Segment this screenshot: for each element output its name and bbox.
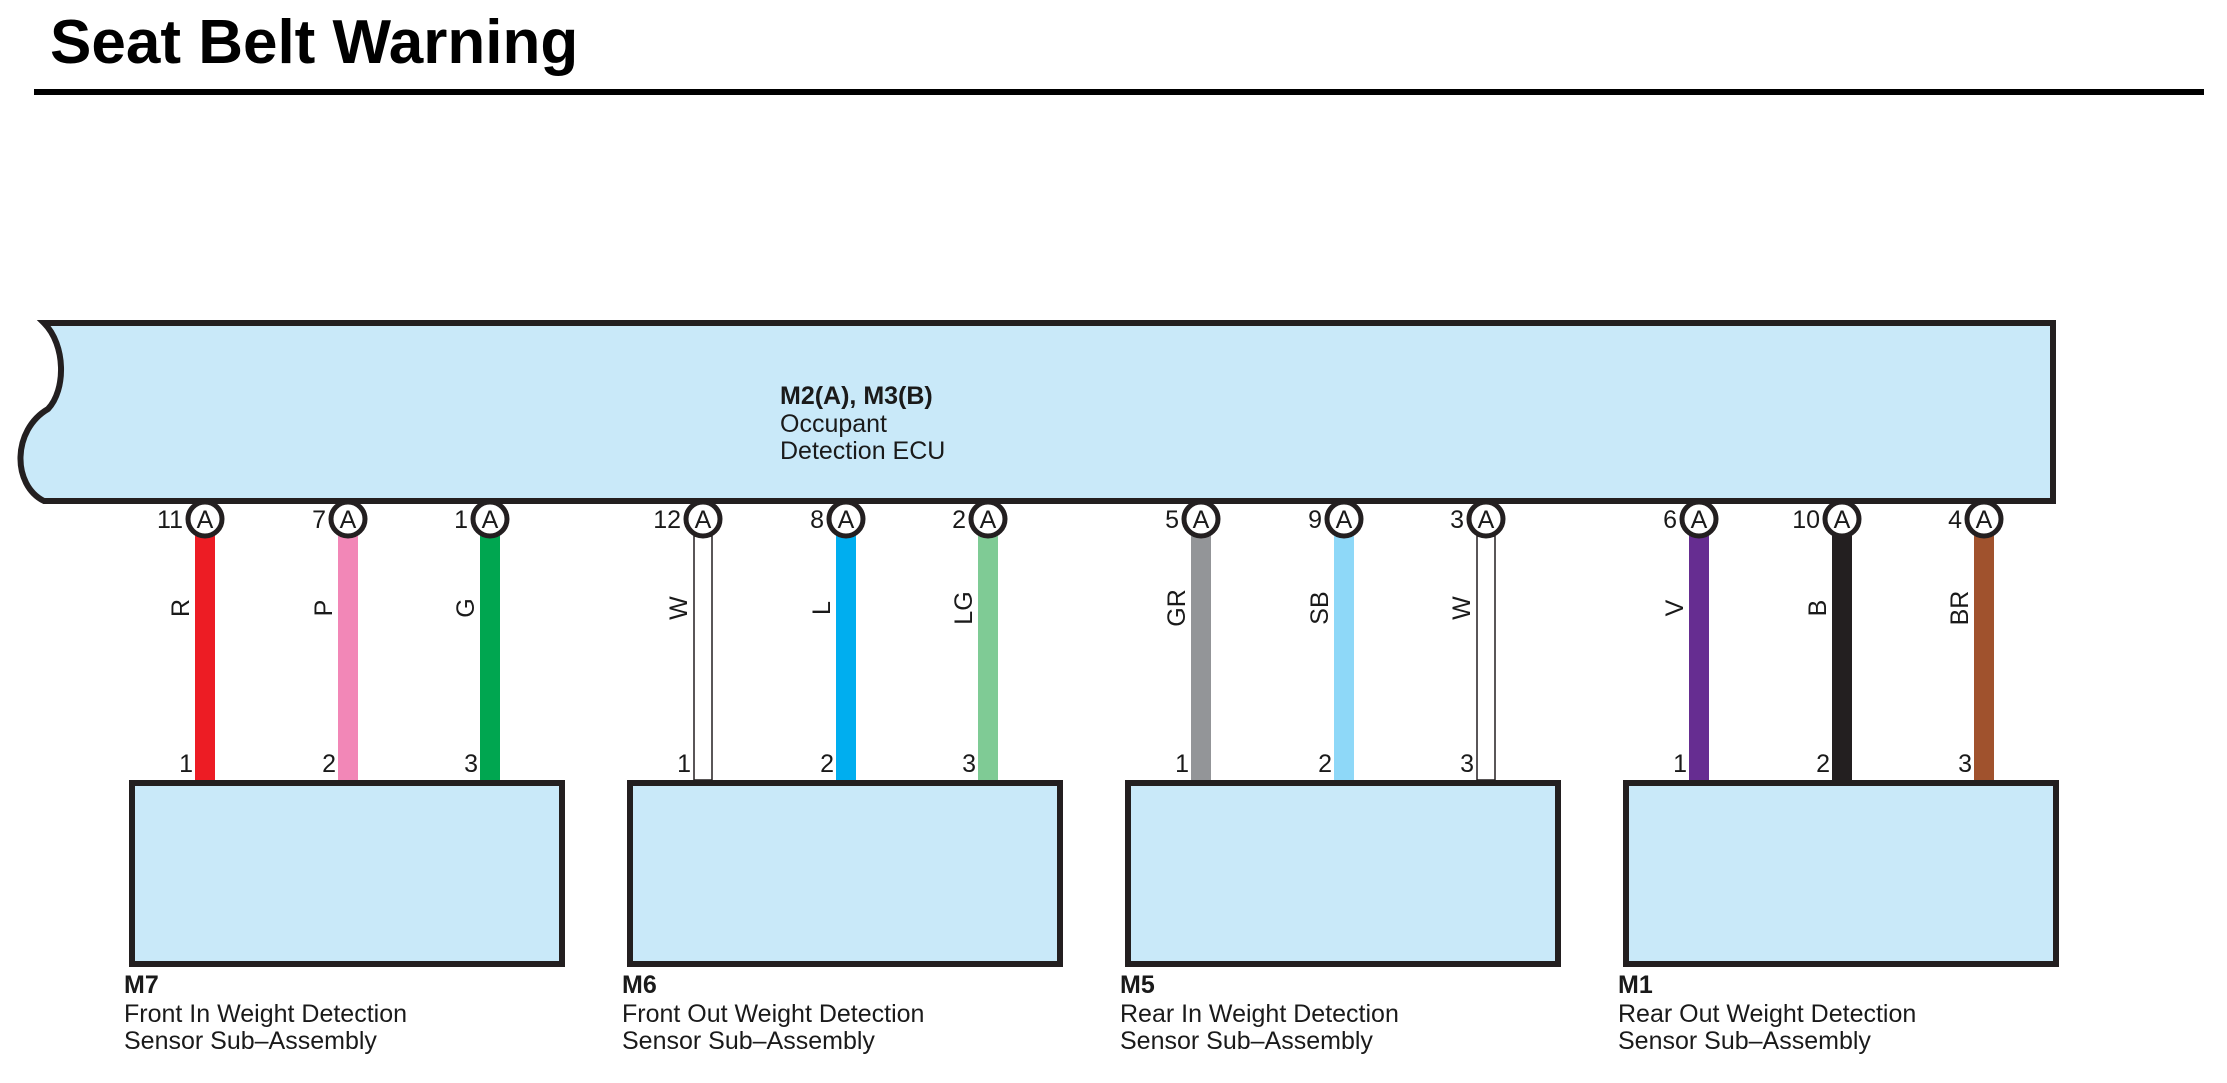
ecu-pin-number: 6: [1663, 506, 1677, 534]
connector-circle: [470, 499, 510, 539]
sensor-box: [627, 780, 1063, 967]
connector-letter: A: [197, 506, 214, 534]
wire-color-code: B: [1804, 600, 1832, 617]
sensor-pin-number: 1: [179, 750, 193, 778]
title-divider: [34, 89, 2204, 95]
wire-color-code: L: [808, 601, 836, 615]
wire-color-code: LG: [950, 591, 978, 624]
wire-color-code: G: [452, 598, 480, 617]
ecu-pin-number: 1: [454, 506, 468, 534]
connector-circle: [1324, 499, 1364, 539]
wire-color-code: R: [167, 599, 195, 617]
connector-letter: A: [980, 506, 997, 534]
page-title: Seat Belt Warning: [50, 8, 579, 77]
connector-circle: [185, 499, 225, 539]
sensor-name-line2: Sensor Sub–Assembly: [1618, 1027, 1871, 1055]
ecu-pin-number: 4: [1948, 506, 1962, 534]
ecu-pin-number: 10: [1792, 506, 1820, 534]
sensor-code: M5: [1120, 971, 1155, 999]
sensor-pin-number: 3: [962, 750, 976, 778]
ecu-pin-number: 9: [1308, 506, 1322, 534]
ecu-pin-number: 5: [1165, 506, 1179, 534]
sensor-pin-number: 1: [1673, 750, 1687, 778]
sensor-box: [1623, 780, 2059, 967]
sensor-pin-number: 1: [1175, 750, 1189, 778]
sensor-pin-number: 2: [1816, 750, 1830, 778]
ecu-pin-number: 11: [157, 506, 183, 534]
connector-circle: [968, 499, 1008, 539]
connector-letter: A: [482, 506, 499, 534]
sensor-pin-number: 1: [677, 750, 691, 778]
ecu-box: [17, 320, 2056, 504]
ecu-pin-number: 2: [952, 506, 966, 534]
sensor-pin-number: 3: [1958, 750, 1972, 778]
sensor-name-line2: Sensor Sub–Assembly: [124, 1027, 377, 1055]
connector-letter: A: [1691, 506, 1708, 534]
sensor-name-line2: Sensor Sub–Assembly: [1120, 1027, 1373, 1055]
connector-letter: A: [1336, 506, 1353, 534]
sensor-pin-number: 2: [820, 750, 834, 778]
wire-color-code: V: [1661, 599, 1689, 616]
connector-circle: [826, 499, 866, 539]
connector-circle: [1964, 499, 2004, 539]
ecu-pin-number: 3: [1450, 506, 1464, 534]
sensor-pin-number: 2: [1318, 750, 1332, 778]
wire-color-code: W: [665, 596, 693, 620]
connector-circle: [1679, 499, 1719, 539]
wire-color-code: GR: [1163, 589, 1191, 627]
sensor-code: M1: [1618, 971, 1653, 999]
wire: [1476, 535, 1496, 781]
wire-color-code: SB: [1306, 591, 1334, 624]
connector-letter: A: [695, 506, 712, 534]
sensor-name-line1: Front In Weight Detection: [124, 1000, 407, 1028]
wire-color-code: P: [310, 600, 338, 617]
connector-letter: A: [838, 506, 855, 534]
sensor-code: M6: [622, 971, 657, 999]
connector-letter: A: [1834, 506, 1851, 534]
sensor-name-line1: Rear Out Weight Detection: [1618, 1000, 1916, 1028]
connector-letter: A: [1193, 506, 1210, 534]
connector-letter: A: [340, 506, 357, 534]
sensor-pin-number: 2: [322, 750, 336, 778]
ecu-pin-number: 8: [810, 506, 824, 534]
sensor-code: M7: [124, 971, 159, 999]
sensor-pin-number: 3: [1460, 750, 1474, 778]
ecu-pin-number: 7: [312, 506, 326, 534]
connector-circle: [328, 499, 368, 539]
wire-color-code: BR: [1946, 591, 1974, 626]
ecu-code: M2(A), M3(B): [780, 382, 933, 410]
sensor-name-line2: Sensor Sub–Assembly: [622, 1027, 875, 1055]
ecu-name-line1: Occupant: [780, 410, 887, 438]
sensor-box: [1125, 780, 1561, 967]
connector-letter: A: [1478, 506, 1495, 534]
connector-circle: [683, 499, 723, 539]
connector-letter: A: [1976, 506, 1993, 534]
connector-circle: [1822, 499, 1862, 539]
sensor-box: [129, 780, 565, 967]
sensor-name-line1: Front Out Weight Detection: [622, 1000, 924, 1028]
connector-circle: [1181, 499, 1221, 539]
ecu-pin-number: 12: [653, 506, 681, 534]
ecu-name-line2: Detection ECU: [780, 437, 945, 465]
sensor-pin-number: 3: [464, 750, 478, 778]
sensor-name-line1: Rear In Weight Detection: [1120, 1000, 1399, 1028]
wire-color-code: W: [1448, 596, 1476, 620]
connector-circle: [1466, 499, 1506, 539]
wire: [693, 535, 713, 781]
